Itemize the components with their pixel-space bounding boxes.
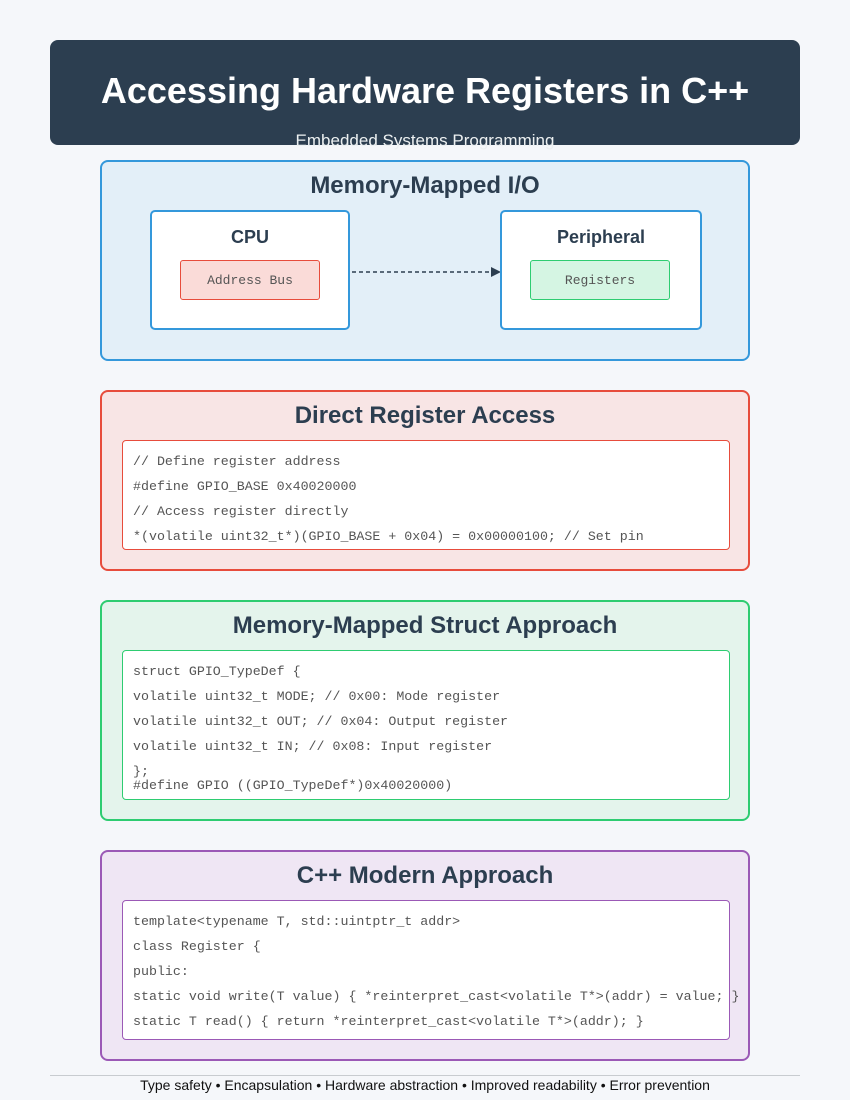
code-line: public: xyxy=(133,964,189,979)
code-line: struct GPIO_TypeDef { xyxy=(133,664,301,679)
peripheral-title: Peripheral xyxy=(556,227,646,247)
code-line: *(volatile uint32_t*)(GPIO_BASE + 0x04) … xyxy=(133,529,644,544)
code-line: volatile uint32_t IN; // 0x08: Input reg… xyxy=(133,739,493,754)
address-bus-chip: Address Bus xyxy=(180,260,320,300)
cpu-box: CPU Address Bus xyxy=(150,210,350,330)
code-line: class Register { xyxy=(133,939,261,954)
memory-mapped-section: Memory-Mapped I/O CPU Address Bus Periph… xyxy=(100,160,750,361)
struct-code: struct GPIO_TypeDef { volatile uint32_t … xyxy=(122,650,730,800)
struct-title: Memory-Mapped Struct Approach xyxy=(232,612,618,639)
modern-title: C++ Modern Approach xyxy=(296,862,554,889)
struct-section: Memory-Mapped Struct Approach struct GPI… xyxy=(100,600,750,821)
code-line: #define GPIO ((GPIO_TypeDef*)0x40020000) xyxy=(133,778,453,793)
direct-access-section: Direct Register Access // Define registe… xyxy=(100,390,750,571)
code-line: // Access register directly xyxy=(133,504,349,519)
modern-section: C++ Modern Approach template<typename T,… xyxy=(100,850,750,1061)
modern-code: template<typename T, std::uintptr_t addr… xyxy=(122,900,739,1040)
direct-access-code: // Define register address #define GPIO_… xyxy=(122,440,730,550)
bus-arrow xyxy=(352,267,501,277)
code-line: volatile uint32_t OUT; // 0x04: Output r… xyxy=(133,714,509,729)
code-line: volatile uint32_t MODE; // 0x00: Mode re… xyxy=(133,689,501,704)
cpu-title: CPU xyxy=(230,227,269,247)
code-line: static void write(T value) { *reinterpre… xyxy=(133,989,740,1004)
code-line: #define GPIO_BASE 0x40020000 xyxy=(133,479,357,494)
code-line: static T read() { return *reinterpret_ca… xyxy=(133,1014,644,1029)
footer-divider xyxy=(50,1075,800,1076)
direct-access-title: Direct Register Access xyxy=(294,402,556,429)
registers-chip: Registers xyxy=(530,260,670,300)
code-line: template<typename T, std::uintptr_t addr… xyxy=(133,914,461,929)
page-subtitle: Embedded Systems Programming xyxy=(295,131,555,150)
header-banner: Accessing Hardware Registers in C++ Embe… xyxy=(50,40,800,149)
code-line: }; xyxy=(133,764,149,779)
peripheral-box: Peripheral Registers xyxy=(500,210,702,330)
memory-mapped-title: Memory-Mapped I/O xyxy=(310,172,540,199)
page-title: Accessing Hardware Registers in C++ xyxy=(100,70,750,111)
footer-text: Type safety • Encapsulation • Hardware a… xyxy=(140,1077,710,1093)
code-line: // Define register address xyxy=(133,454,341,469)
